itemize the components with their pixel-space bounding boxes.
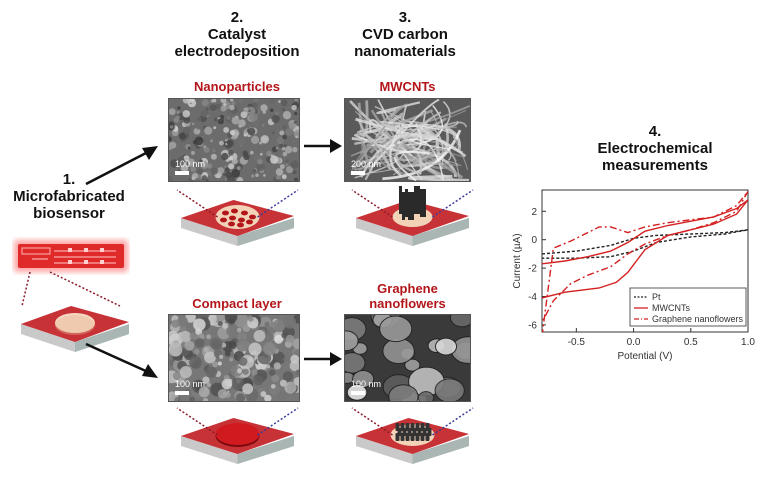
- zoom-line: [176, 189, 218, 218]
- zoom-line: [257, 407, 299, 436]
- right-arrow-icon: [85, 342, 158, 378]
- step-2-line1: Catalyst: [207, 26, 267, 43]
- x-tick-label: 0.5: [684, 337, 698, 348]
- y-tick-label: -2: [528, 264, 537, 275]
- zoom-line: [176, 407, 218, 436]
- nanotube: [423, 189, 426, 217]
- nanotube: [414, 186, 417, 214]
- zoom-line: [432, 189, 474, 218]
- nanotube: [411, 192, 414, 220]
- legend-label: Pt: [652, 292, 661, 302]
- step-4-title: 4. Electrochemical measurements: [575, 123, 735, 174]
- nanoparticle: [229, 215, 236, 221]
- series-graphene-nanoflowers: [542, 190, 748, 332]
- step-2-line2: electrodeposition: [174, 43, 300, 60]
- series-pt: [542, 229, 748, 259]
- nanotube: [399, 186, 402, 214]
- right-arrow-icon: [85, 146, 158, 186]
- step-3-number: 3.: [398, 9, 412, 26]
- scale-bar-nanoparticles: 100 nm: [175, 159, 205, 175]
- step-3-line2: nanomaterials: [354, 43, 456, 60]
- electrode-chip-graphene: [350, 404, 475, 466]
- nanoparticle: [228, 221, 235, 227]
- y-axis-label: Current (µA): [512, 233, 523, 288]
- sem-image-compact-layer: 100 nm: [168, 314, 300, 402]
- x-tick-label: 1.0: [741, 337, 755, 348]
- nanotube: [405, 189, 408, 217]
- nanoflower: [395, 433, 400, 441]
- sem-image-nanoparticles: 100 nm: [168, 98, 300, 182]
- label-compact-layer: Compact layer: [192, 296, 282, 311]
- legend-label: MWCNTs: [652, 303, 690, 313]
- step-1-line2: biosensor: [33, 205, 105, 222]
- nanotube: [402, 192, 405, 220]
- electrode-chip-mwcnts: [350, 180, 475, 248]
- step-2-title: 2. Catalyst electrodeposition: [158, 9, 316, 60]
- series-mwcnts: [542, 199, 748, 299]
- right-arrow-icon: [304, 139, 342, 153]
- step-1-number: 1.: [62, 171, 76, 188]
- nanoflower: [415, 433, 420, 441]
- step-2-number: 2.: [230, 9, 244, 26]
- x-tick-label: 0.0: [627, 337, 641, 348]
- sem-image-graphene: 100 nm: [344, 314, 471, 402]
- y-tick-label: 0: [531, 235, 537, 246]
- nanoparticle: [238, 217, 245, 223]
- nanoparticle: [220, 217, 227, 223]
- y-tick-label: -6: [528, 320, 537, 331]
- step-4-line2: measurements: [602, 157, 708, 174]
- nanoparticle: [246, 219, 253, 225]
- nanoflower: [410, 433, 415, 441]
- nanoparticle: [237, 222, 244, 228]
- label-graphene-nanoflowers: Graphene nanoflowers: [345, 281, 470, 311]
- step-4-number: 4.: [648, 123, 662, 140]
- right-arrow-icon: [304, 352, 342, 366]
- x-tick-label: -0.5: [568, 337, 586, 348]
- x-axis-label: Potential (V): [617, 351, 672, 362]
- microfabricated-chip-image: [12, 237, 130, 275]
- nanotube: [417, 186, 420, 214]
- zoom-dotted-lines-step1: [21, 271, 121, 307]
- compact-layer: [215, 423, 260, 445]
- step-3-title: 3. CVD carbon nanomaterials: [330, 9, 480, 60]
- nanotube: [420, 189, 423, 217]
- nanoparticle: [249, 214, 256, 220]
- label-graphene-line1: Graphene: [377, 281, 438, 296]
- zoom-line: [351, 189, 393, 218]
- y-tick-label: -4: [528, 292, 537, 303]
- label-graphene-line2: nanoflowers: [369, 296, 446, 311]
- step-4-line1: Electrochemical: [597, 140, 713, 157]
- nanoflower: [425, 433, 430, 441]
- step-3-line1: CVD carbon: [362, 26, 448, 43]
- nanoflower: [400, 433, 405, 441]
- y-tick-label: 2: [531, 207, 537, 218]
- nanoparticle: [231, 208, 238, 214]
- zoom-line: [257, 189, 299, 218]
- scale-bar-mwcnts: 200 nm: [351, 159, 381, 175]
- scale-bar-compact-layer: 100 nm: [175, 379, 205, 395]
- zoom-line: [432, 407, 474, 436]
- nanoparticle: [241, 210, 248, 216]
- scale-bar-graphene: 100 nm: [351, 379, 381, 395]
- nanoflower: [405, 433, 410, 441]
- electrode-chip-compact-layer: [175, 404, 300, 466]
- nanotube: [408, 192, 411, 220]
- label-nanoparticles: Nanoparticles: [194, 79, 280, 94]
- legend-box: [629, 287, 747, 327]
- electrode-chip-step1: [15, 296, 135, 354]
- nanoparticle: [222, 210, 229, 216]
- label-mwcnts: MWCNTs: [379, 79, 436, 94]
- electrode-chip-nanoparticles: [175, 188, 300, 248]
- zoom-line: [351, 407, 393, 436]
- nanoflower: [420, 433, 425, 441]
- legend-label: Graphene nanoflowers: [652, 314, 744, 324]
- electrode-disk: [55, 313, 95, 333]
- step-1-title: 1. Microfabricated biosensor: [0, 171, 138, 222]
- step-1-line1: Microfabricated: [13, 188, 125, 205]
- sem-image-mwcnts: 200 nm: [344, 98, 471, 182]
